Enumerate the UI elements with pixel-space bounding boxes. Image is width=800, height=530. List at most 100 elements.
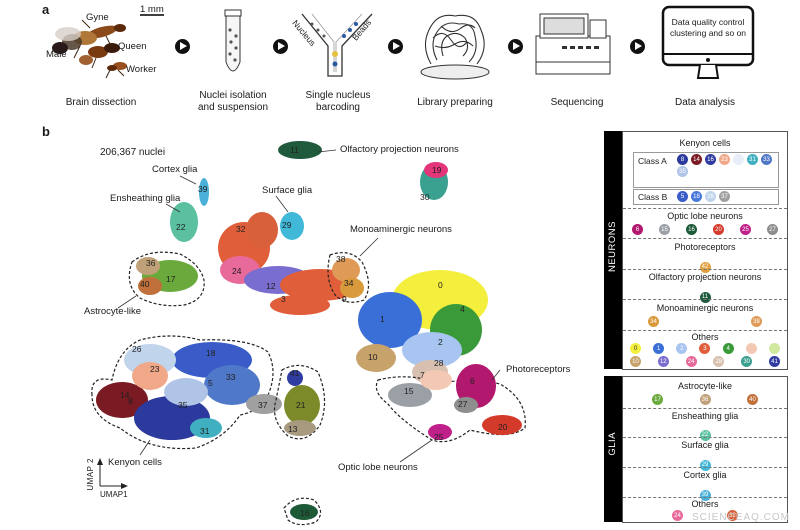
legend-divider: [623, 408, 787, 409]
legend-cortex-title: Cortex glia: [683, 470, 727, 480]
legend-divider: [623, 269, 787, 270]
legend-dot: 30: [741, 356, 753, 367]
svg-text:9: 9: [342, 294, 347, 304]
library-icon: [420, 14, 490, 80]
annotation-olfactory: Olfactory projection neurons: [340, 144, 459, 155]
svg-text:13: 13: [288, 424, 298, 434]
legend-dot: 32: [727, 510, 738, 521]
svg-text:39: 39: [198, 184, 208, 194]
svg-text:1: 1: [380, 314, 385, 324]
legend-photo-title: Photoreceptors: [674, 242, 736, 252]
svg-text:16: 16: [300, 508, 310, 518]
svg-text:18: 18: [206, 348, 216, 358]
svg-text:27: 27: [458, 399, 468, 409]
legend-divider: [623, 437, 787, 438]
svg-text:19: 19: [432, 165, 442, 175]
ant-label-queen: Queen: [118, 41, 147, 52]
legend-dot: 40: [747, 394, 758, 405]
step-label-nuclei-isolation: Nuclei isolation and suspension: [197, 90, 269, 113]
svg-text:24: 24: [232, 266, 242, 276]
svg-text:22: 22: [176, 222, 186, 232]
svg-text:36: 36: [146, 258, 156, 268]
svg-text:0: 0: [438, 280, 443, 290]
svg-text:2: 2: [438, 337, 443, 347]
class-a-box: Class A 8 14 16 23 31 33 35: [633, 152, 779, 188]
legend-dot: 24: [685, 356, 697, 367]
svg-text:41: 41: [290, 368, 300, 378]
neurons-sidebar: NEURONS: [604, 131, 622, 369]
svg-text:12: 12: [266, 281, 276, 291]
legend-dot: 10: [630, 356, 641, 367]
legend-dot: 28: [713, 356, 725, 367]
legend-dot: 31: [747, 154, 758, 165]
svg-text:8: 8: [128, 396, 133, 406]
legend-dot: 42: [699, 261, 711, 273]
legend-dot: 12: [657, 356, 669, 367]
legend-dot: 18: [691, 191, 702, 202]
svg-text:7: 7: [420, 370, 425, 380]
legend-dot: 34: [648, 316, 659, 327]
arrow-icon: [508, 39, 523, 54]
legend-dot: [733, 154, 744, 165]
legend-dot: 11: [699, 291, 711, 303]
annotation-monoaminergic: Monoaminergic neurons: [350, 224, 452, 235]
tube-icon: [224, 9, 242, 72]
legend-dot: 2: [676, 343, 688, 354]
annotation-surface-glia: Surface glia: [262, 185, 313, 196]
svg-text:35: 35: [178, 400, 188, 410]
class-b-label: Class B: [638, 192, 668, 202]
svg-text:32: 32: [236, 224, 246, 234]
step-label-library: Library preparing: [417, 97, 493, 108]
legend-dot: 41: [768, 356, 780, 367]
step-label-barcoding: Single nucleus barcoding: [305, 90, 371, 113]
legend-dot: 14: [691, 154, 702, 165]
panel-b-letter: b: [42, 124, 50, 139]
svg-text:29: 29: [282, 220, 292, 230]
svg-text:23: 23: [150, 364, 160, 374]
annotation-optic-lobe: Optic lobe neurons: [338, 462, 418, 473]
svg-text:3: 3: [281, 294, 286, 304]
legend-ensheath-title: Ensheathing glia: [671, 411, 739, 421]
legend-dot: 6: [632, 224, 643, 235]
svg-text:33: 33: [226, 372, 236, 382]
svg-text:17: 17: [166, 274, 176, 284]
axis-umap2: UMAP 2: [86, 458, 95, 491]
svg-text:15: 15: [404, 386, 414, 396]
monitor-text: Data quality control clustering and so o…: [669, 17, 747, 38]
annotation-kenyon-cells: Kenyon cells: [108, 457, 162, 468]
svg-text:10: 10: [368, 352, 378, 362]
legend-dot: 39: [699, 489, 711, 501]
panel-a-letter: a: [42, 2, 50, 17]
legend-monoamine-title: Monoaminergic neurons: [656, 303, 754, 313]
legend-astro-title: Astrocyte-like: [677, 381, 732, 391]
step-label-sequencing: Sequencing: [550, 97, 604, 108]
svg-text:28: 28: [434, 358, 444, 368]
legend-dot: 5: [677, 191, 688, 202]
legend-dot: 24: [672, 510, 683, 521]
ants-icon: [52, 14, 164, 79]
axis-umap1: UMAP1: [100, 490, 128, 499]
ant-label-gyne: Gyne: [86, 12, 109, 23]
legend-dot: 29: [699, 459, 711, 471]
svg-text:21: 21: [296, 400, 306, 410]
legend-dot: 36: [699, 394, 711, 405]
annotation-ensheathing-glia: Ensheathing glia: [110, 193, 181, 204]
barcoding-icon: [301, 13, 373, 77]
svg-text:4: 4: [460, 304, 465, 314]
svg-text:11: 11: [290, 145, 299, 155]
legend-dot: 33: [761, 154, 772, 165]
legend-dot: [745, 343, 757, 354]
class-a-label: Class A: [638, 156, 667, 166]
legend-optic-title: Optic lobe neurons: [667, 211, 743, 221]
sequencer-icon: [535, 13, 611, 75]
svg-text:25: 25: [434, 432, 444, 442]
annotation-cortex-glia: Cortex glia: [152, 164, 198, 175]
legend-kenyon-title: Kenyon cells: [679, 138, 731, 148]
legend-dot: 1: [653, 343, 665, 354]
legend-dot: 8: [677, 154, 688, 165]
legend-dot: 26: [705, 191, 716, 202]
svg-text:38: 38: [336, 254, 346, 264]
arrow-icon: [273, 39, 288, 54]
svg-text:34: 34: [344, 278, 354, 288]
